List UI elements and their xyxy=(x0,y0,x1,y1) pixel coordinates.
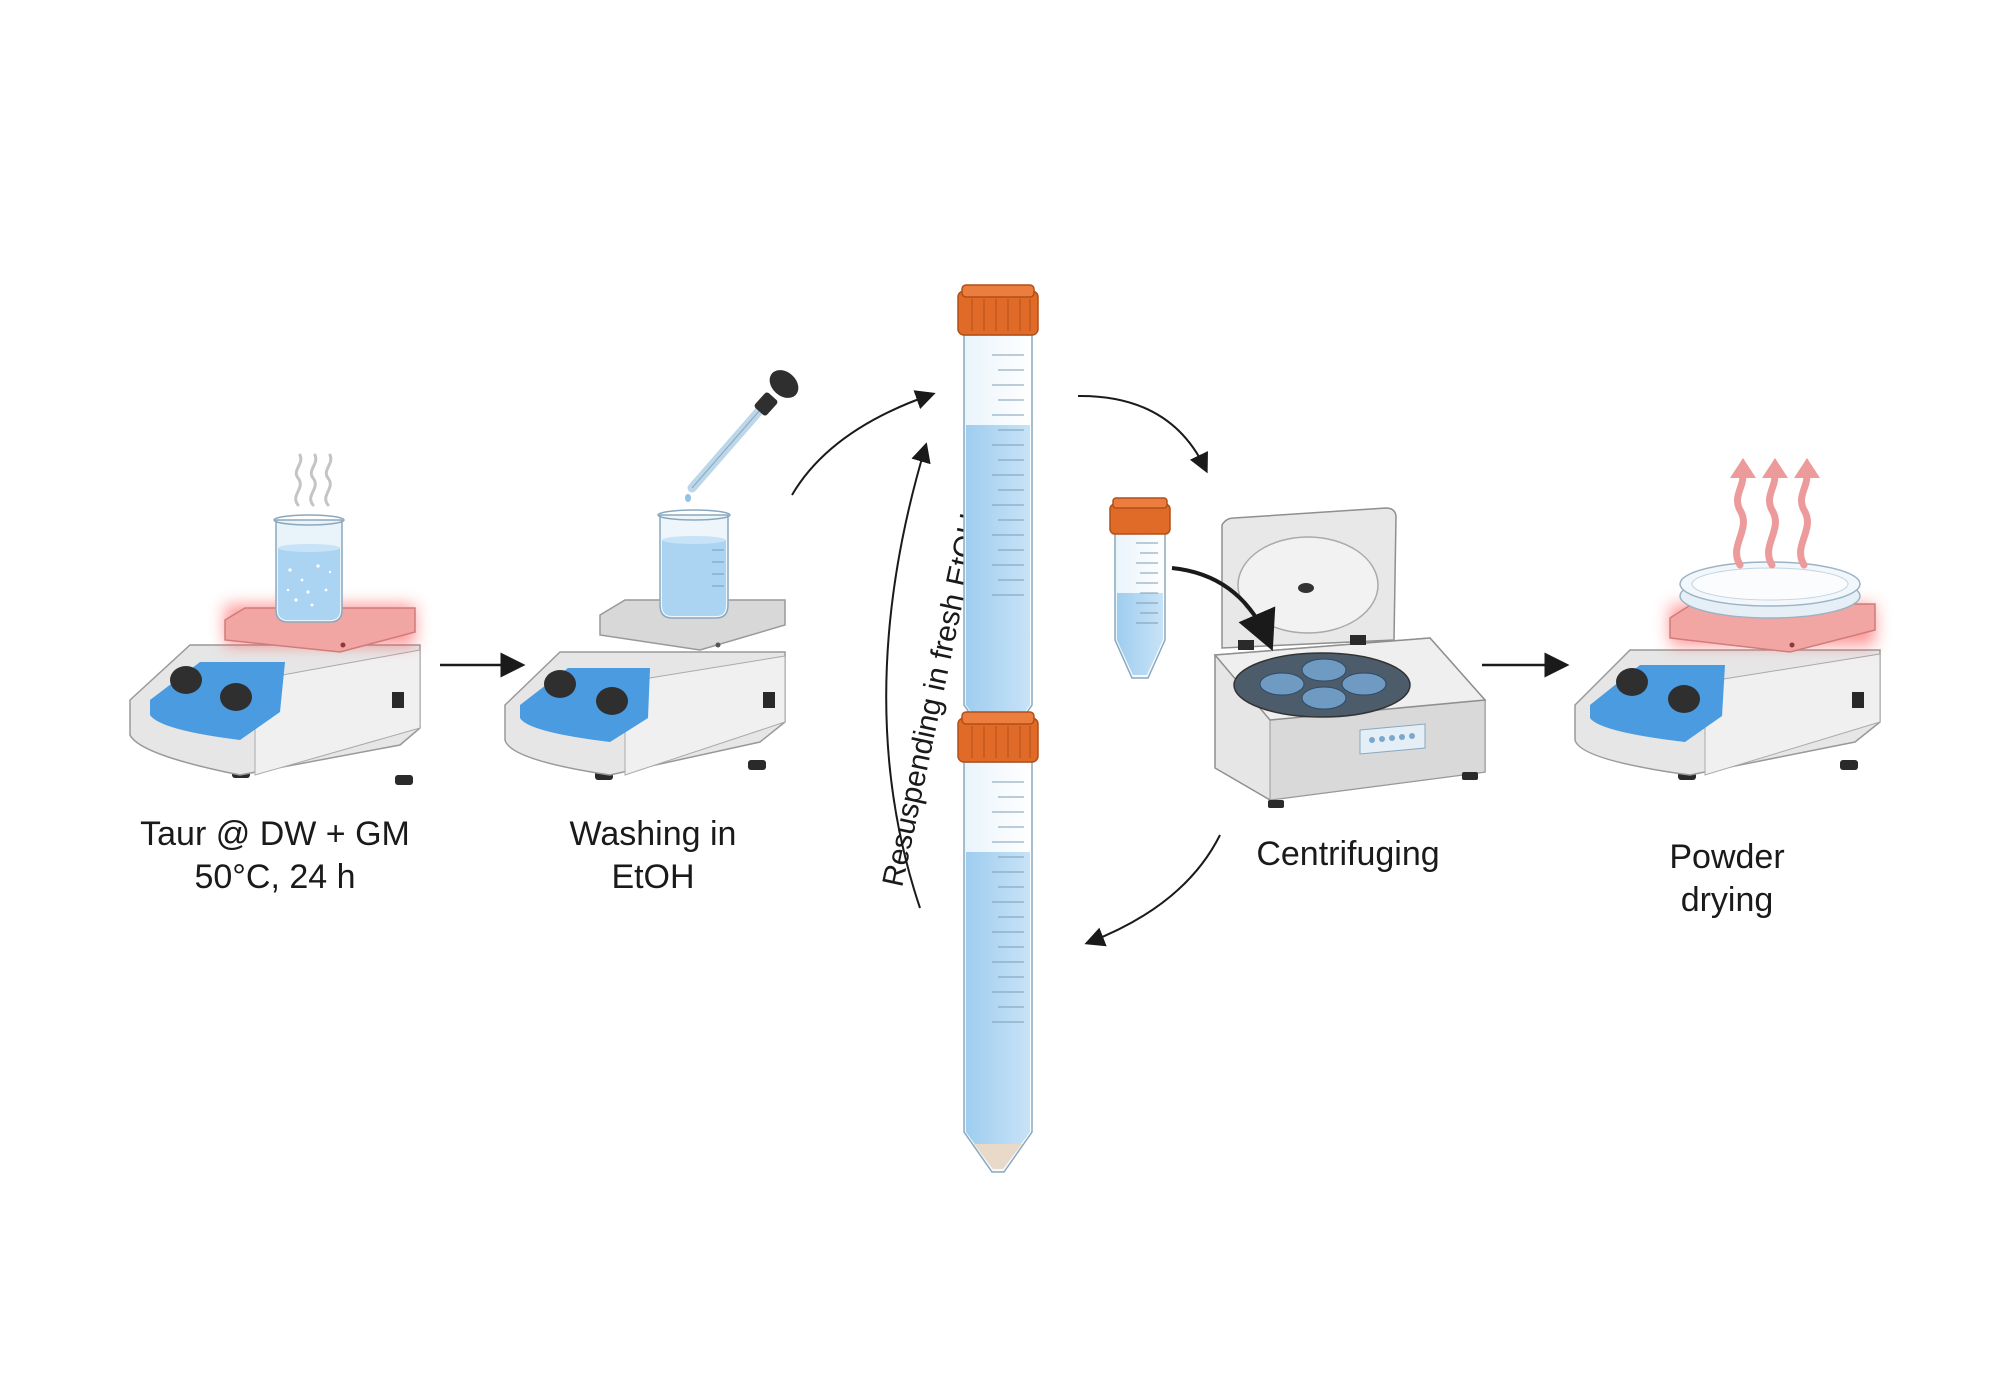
heated-hotplate-drying xyxy=(1574,603,1881,780)
knob-icon xyxy=(1616,668,1648,696)
steam-icon xyxy=(294,453,333,507)
falcon-tube-with-pellet xyxy=(957,711,1039,1173)
step-label-washing-line2: EtOH xyxy=(611,858,694,896)
petri-dish-with-powder xyxy=(1679,561,1861,619)
step-label-centrifuging: Centrifuging xyxy=(1256,835,1439,873)
centrifuge-machine xyxy=(1213,507,1487,808)
heated-stirrer-hotplate xyxy=(129,605,421,785)
falcon-tube-with-suspension xyxy=(957,284,1039,746)
step-label-synthesis-line1: Taur @ DW + GM xyxy=(140,815,410,853)
heat-rising-icon xyxy=(1733,470,1811,569)
arrow-to-tube xyxy=(791,390,936,496)
knob-icon xyxy=(544,670,576,698)
pipette-dropper-icon xyxy=(685,370,799,502)
stirrer-top-plate xyxy=(599,599,786,651)
knob-icon xyxy=(596,687,628,715)
knob-icon xyxy=(170,666,202,694)
power-switch-icon xyxy=(763,692,775,708)
arrow-resuspend xyxy=(885,442,931,909)
step-label-drying-line2: drying xyxy=(1681,881,1774,919)
arrow-tube-into-centrifuge xyxy=(1171,566,1276,652)
step-label-synthesis-line2: 50°C, 24 h xyxy=(194,858,355,896)
rotor-chamber xyxy=(1233,652,1411,718)
heat-arrowheads xyxy=(1730,458,1820,478)
arrow-tube-to-centrifuge xyxy=(1077,394,1208,474)
heated-plate xyxy=(224,607,416,653)
knob-icon xyxy=(220,683,252,711)
stirrer-plate xyxy=(504,599,786,780)
small-falcon-tube xyxy=(1109,497,1171,679)
power-switch-icon xyxy=(1852,692,1864,708)
beaker-with-ethanol xyxy=(657,509,731,619)
knob-icon xyxy=(1668,685,1700,713)
power-switch-icon xyxy=(392,692,404,708)
step-label-drying-line1: Powder xyxy=(1669,838,1784,876)
beaker-with-solution xyxy=(273,453,345,623)
step-label-washing-line1: Washing in xyxy=(570,815,737,853)
arrow-centrifuge-to-tube xyxy=(1084,834,1221,947)
